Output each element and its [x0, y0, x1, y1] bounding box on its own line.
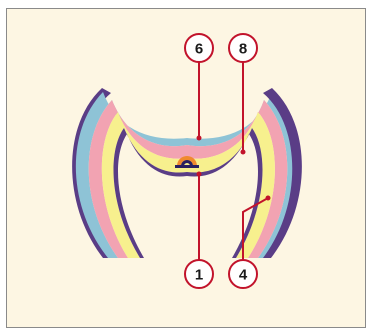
callout-4-label: 4 [239, 267, 248, 284]
leader-dot-4 [266, 196, 271, 201]
callout-6-label: 6 [195, 41, 203, 58]
callout-6: 6 [185, 34, 213, 62]
leader-dot-6 [197, 136, 202, 141]
callout-1-label: 1 [195, 267, 203, 284]
callout-8: 8 [229, 34, 257, 62]
callout-4: 4 [229, 260, 257, 288]
callout-8-label: 8 [239, 41, 247, 58]
yellow-layer [102, 112, 275, 258]
callout-1: 1 [185, 260, 213, 288]
leader-dot-1 [197, 172, 202, 177]
leader-dot-8 [241, 150, 246, 155]
notochord-base [175, 165, 199, 168]
